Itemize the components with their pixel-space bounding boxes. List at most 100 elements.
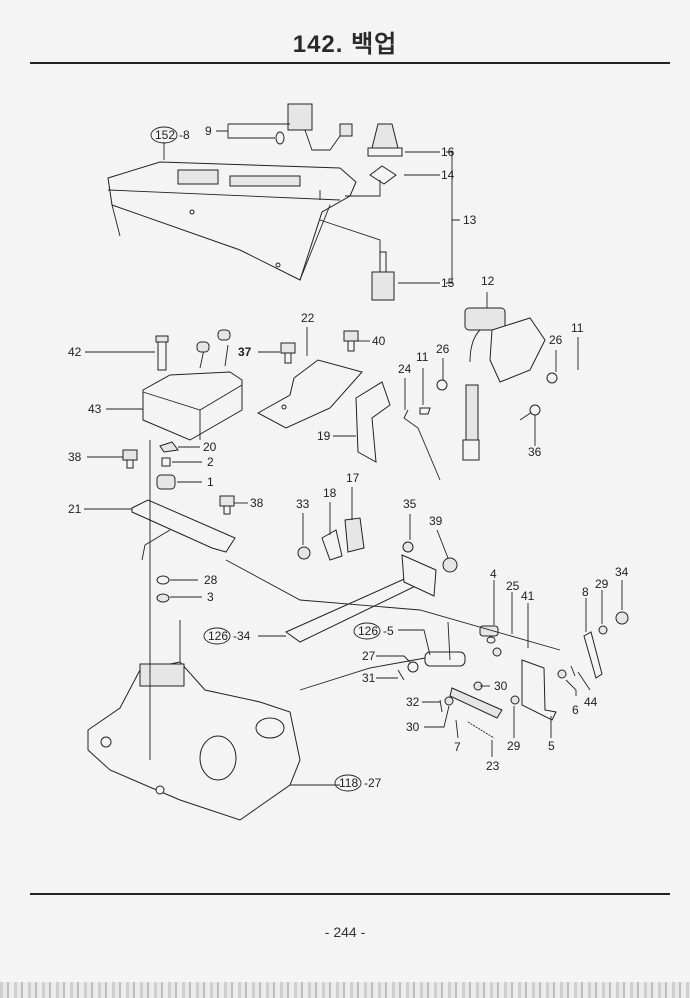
bracket-21 <box>131 499 236 561</box>
callout-26b: 26 <box>436 342 450 356</box>
callout-14: 14 <box>441 168 455 182</box>
callout-5: 5 <box>548 739 555 753</box>
callout-29a: 29 <box>595 577 609 591</box>
callout-25: 25 <box>506 579 520 593</box>
callout-22: 22 <box>301 311 315 325</box>
ref-circle-152 <box>150 126 178 144</box>
callout-31: 31 <box>362 671 376 685</box>
callout-27: 27 <box>362 649 376 663</box>
callout-23: 23 <box>486 759 500 773</box>
callout-21: 21 <box>68 502 82 516</box>
callout-32: 32 <box>406 695 420 709</box>
callout-28: 28 <box>204 573 218 587</box>
nut-30b <box>444 696 454 706</box>
header-divider <box>30 62 670 64</box>
ref-126b: 126 <box>358 624 378 638</box>
callout-18: 18 <box>323 486 337 500</box>
arm-8 <box>583 631 603 679</box>
callout-15: 15 <box>441 276 455 290</box>
callout-26a: 26 <box>549 333 563 347</box>
callout-35: 35 <box>403 497 417 511</box>
callout-2: 2 <box>207 455 214 469</box>
callout-6: 6 <box>572 703 579 717</box>
pin-31 <box>397 669 405 681</box>
plate-7 <box>449 687 503 719</box>
washer-28 <box>156 575 170 585</box>
callout-33: 33 <box>296 497 310 511</box>
bolt-38b <box>219 495 235 515</box>
switch-17 <box>344 517 365 553</box>
callout-4: 4 <box>490 567 497 581</box>
collar-2 <box>161 457 171 467</box>
clamp-20 <box>159 441 179 453</box>
bolt-34 <box>615 611 629 625</box>
callout-30a: 30 <box>494 679 508 693</box>
callout-9: 9 <box>205 124 212 138</box>
plate-126-34 <box>284 554 437 643</box>
ref-152: 152 <box>155 128 175 142</box>
nut-41 <box>492 647 502 657</box>
callout-126-5: -5 <box>383 624 394 638</box>
page-number: - 244 - <box>324 924 366 940</box>
bolt-3 <box>156 593 170 603</box>
bolt-42 <box>155 335 169 371</box>
cushion-1 <box>156 474 176 490</box>
leader-lines <box>84 123 623 786</box>
callout-36: 36 <box>528 445 542 459</box>
bracket-5 <box>521 659 557 721</box>
nut-29b <box>510 695 520 705</box>
callout-44: 44 <box>584 695 598 709</box>
callout-13: 13 <box>463 213 477 227</box>
pin-11a <box>419 407 431 415</box>
collar-25 <box>486 636 496 644</box>
console-panel <box>107 161 357 281</box>
washer-26a <box>436 379 448 391</box>
plate-part-14 <box>369 165 397 185</box>
knob-part-16 <box>367 123 403 157</box>
callout-38a: 38 <box>68 450 82 464</box>
callout-34: 34 <box>615 565 629 579</box>
ref-126a: 126 <box>208 629 228 643</box>
ref-118: 118 <box>339 776 358 790</box>
bracket-19 <box>355 381 391 463</box>
callout-19: 19 <box>317 429 331 443</box>
callout-39: 39 <box>429 514 443 528</box>
callout-152-8: -8 <box>179 128 190 142</box>
callout-30b: 30 <box>406 720 420 734</box>
ref-circle-126a <box>203 627 231 645</box>
switch-part-9 <box>275 103 353 151</box>
bolt-35 <box>402 541 414 553</box>
bolt-38a <box>122 449 138 469</box>
callout-24: 24 <box>398 362 412 376</box>
callout-3: 3 <box>207 590 214 604</box>
callout-11b: 11 <box>416 350 429 364</box>
bolt-33 <box>297 546 311 560</box>
lever-18 <box>321 529 343 561</box>
bolt-40 <box>343 330 359 352</box>
callout-7: 7 <box>454 740 461 754</box>
callout-17: 17 <box>346 471 360 485</box>
control-box-43 <box>142 329 243 441</box>
callout-1: 1 <box>207 475 214 489</box>
scan-edge <box>0 982 690 998</box>
switch-part-15 <box>371 251 395 301</box>
ref-circle-118 <box>334 774 362 792</box>
callout-11a: 11 <box>571 321 584 335</box>
nut-29a <box>598 625 608 635</box>
spring-23 <box>467 721 495 739</box>
callout-29b: 29 <box>507 739 521 753</box>
callout-labels: 152 -8 9 16 14 13 15 12 11 26 11 26 24 3… <box>68 124 629 792</box>
callout-38b: 38 <box>250 496 264 510</box>
callout-37: 37 <box>238 345 252 359</box>
pin-44 <box>570 665 576 677</box>
bolt-37 <box>280 342 296 364</box>
rod-24 <box>403 409 441 481</box>
pin-32 <box>439 699 443 713</box>
callout-126-34: -34 <box>233 629 251 643</box>
callout-43: 43 <box>88 402 102 416</box>
nut-6 <box>557 669 567 679</box>
callout-20: 20 <box>203 440 217 454</box>
callout-8: 8 <box>582 585 589 599</box>
footer-divider <box>30 893 670 895</box>
